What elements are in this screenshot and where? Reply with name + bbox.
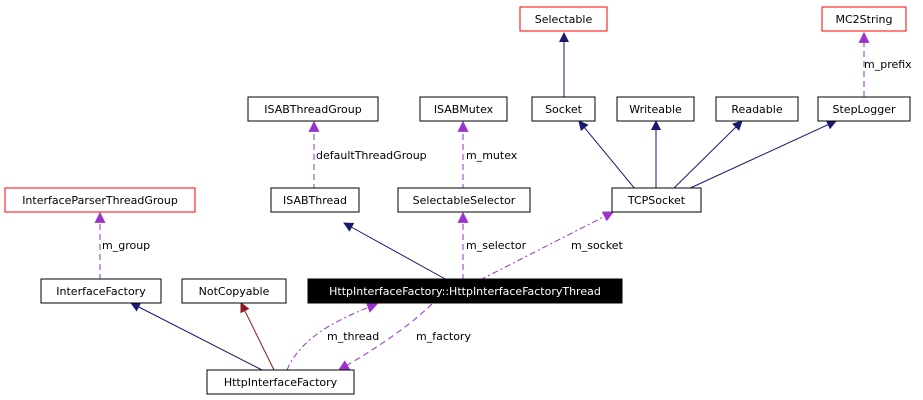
edge-label-m-group: m_group — [102, 239, 150, 252]
edge-label-default-thread-group: defaultThreadGroup — [316, 149, 427, 162]
node-label: Writeable — [629, 103, 682, 116]
node-label: Selectable — [535, 13, 593, 26]
node-label: ISABThread — [283, 194, 347, 207]
node-httpinterfacefactory[interactable]: HttpInterfaceFactory — [206, 369, 355, 395]
node-isabthreadgroup[interactable]: ISABThreadGroup — [247, 96, 379, 122]
edge-label-m-thread: m_thread — [327, 330, 379, 343]
edge-label-m-prefix: m_prefix — [864, 58, 912, 71]
edge-httpfactory-to-thread — [286, 302, 379, 371]
edge-tcpsocket-to-steplogger — [685, 120, 837, 191]
node-httpinterfacefactorythread[interactable]: HttpInterfaceFactory::HttpInterfaceFacto… — [307, 278, 623, 304]
node-isabmutex[interactable]: ISABMutex — [419, 96, 508, 122]
node-selectableselector[interactable]: SelectableSelector — [397, 187, 531, 213]
node-selectable[interactable]: Selectable — [519, 6, 608, 32]
edge-tcpsocket-to-readable — [671, 120, 743, 191]
edge-thread-to-httpfactory — [338, 303, 433, 371]
node-label: ISABThreadGroup — [264, 103, 361, 116]
edge-thread-to-tcpsocket — [479, 211, 614, 281]
node-interfacefactory[interactable]: InterfaceFactory — [40, 278, 162, 304]
node-label: TCPSocket — [627, 194, 686, 207]
node-writeable[interactable]: Writeable — [616, 96, 695, 122]
node-label: InterfaceParserThreadGroup — [22, 194, 178, 207]
node-mc2string[interactable]: MC2String — [821, 6, 907, 32]
node-label: MC2String — [836, 13, 893, 26]
edge-label-m-selector: m_selector — [466, 239, 527, 252]
node-label: HttpInterfaceFactory::HttpInterfaceFacto… — [329, 285, 601, 298]
edge-httpfactory-to-notcopyable — [240, 302, 275, 371]
edge-label-m-factory: m_factory — [416, 330, 471, 343]
edge-thread-to-isabthread — [343, 222, 448, 281]
node-isabthread[interactable]: ISABThread — [270, 187, 360, 213]
node-interfaceparserthreadgroup[interactable]: InterfaceParserThreadGroup — [4, 187, 196, 213]
node-label: StepLogger — [833, 103, 896, 116]
node-label: Socket — [545, 103, 583, 116]
node-label: InterfaceFactory — [56, 285, 146, 298]
node-tcpsocket[interactable]: TCPSocket — [611, 187, 702, 213]
edge-tcpsocket-to-socket — [578, 120, 637, 191]
node-label: HttpInterfaceFactory — [224, 376, 338, 389]
edge-label-m-socket: m_socket — [571, 239, 623, 252]
node-label: SelectableSelector — [413, 194, 516, 207]
node-label: Readable — [731, 103, 782, 116]
edge-label-m-mutex: m_mutex — [466, 149, 518, 162]
node-readable[interactable]: Readable — [715, 96, 799, 122]
node-label: NotCopyable — [199, 285, 270, 298]
node-socket[interactable]: Socket — [531, 96, 596, 122]
node-notcopyable[interactable]: NotCopyable — [181, 278, 287, 304]
node-steplogger[interactable]: StepLogger — [817, 96, 911, 122]
edge-httpfactory-to-interfacefactory — [130, 302, 263, 371]
node-label: ISABMutex — [434, 103, 494, 116]
